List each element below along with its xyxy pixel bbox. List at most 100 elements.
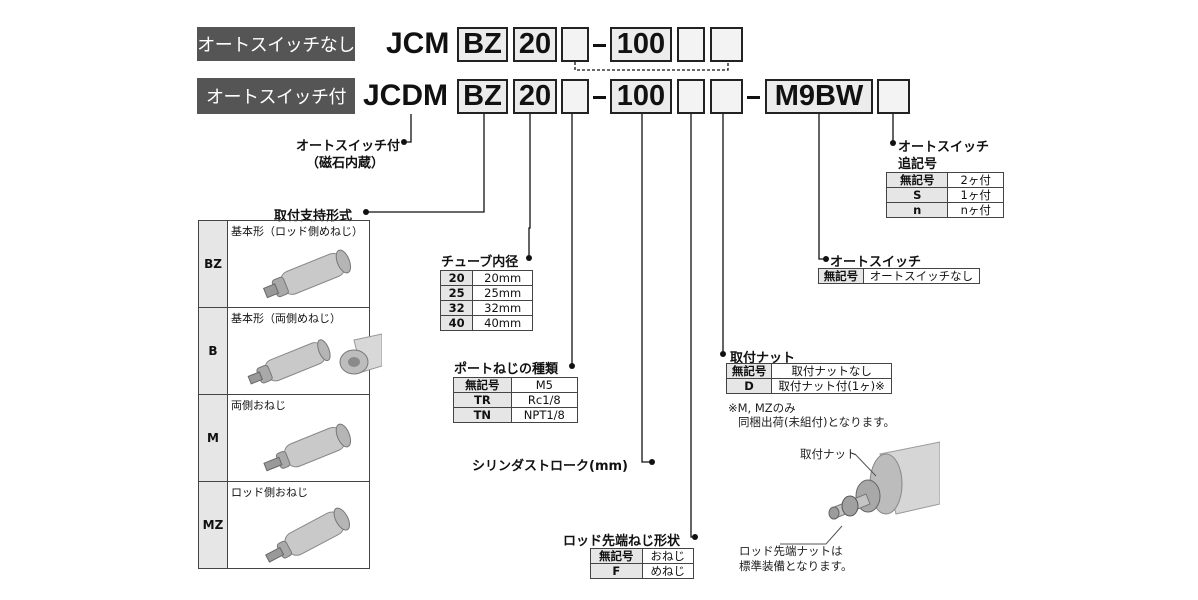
nut-note-2: 同梱出荷(未組付)となります。 — [738, 415, 895, 429]
bore-box-2: 20 — [513, 79, 557, 114]
qty-code: n — [885, 202, 949, 218]
model-tag-no-switch: オートスイッチなし — [197, 27, 355, 61]
auto-switch-table: 無記号オートスイッチなし — [818, 268, 981, 284]
mounting-name: 基本形（両側めねじ） — [231, 312, 341, 325]
bore-code: 20 — [439, 270, 474, 286]
stroke-label: シリンダストローク(mm) — [472, 459, 628, 474]
nut-value: 取付ナット付(1ヶ)※ — [771, 378, 892, 394]
dash-3 — [747, 96, 760, 99]
port-box-2 — [561, 79, 589, 114]
model-tag-with-switch: オートスイッチ付 — [197, 78, 355, 114]
nut-value: 取付ナットなし — [771, 363, 892, 379]
rod-nut-callout-2: 標準装備となります。 — [739, 559, 853, 573]
mounting-code: MZ — [198, 481, 228, 569]
nut-code: 無記号 — [725, 363, 773, 379]
mounting-table: BZ 基本形（ロッド側めねじ） B 基本形（両側めねじ） — [198, 220, 382, 569]
port-thread-title: ポートねじの種類 — [454, 362, 559, 377]
qty-value: nヶ付 — [947, 202, 1004, 218]
stroke-box-1: 100 — [610, 27, 672, 62]
qty-value: 1ヶ付 — [947, 187, 1004, 203]
mounting-name: ロッド側おねじ — [231, 486, 308, 499]
switch-box: M9BW — [765, 79, 873, 114]
port-code: 無記号 — [453, 377, 512, 393]
mounting-nut-title: 取付ナット — [730, 351, 796, 366]
switch-qty-box — [877, 79, 910, 114]
rod-end-value: めねじ — [641, 563, 694, 579]
mounting-name: 両側おねじ — [231, 399, 286, 412]
port-value: Rc1/8 — [510, 392, 579, 408]
rod-end-code: 無記号 — [590, 548, 643, 564]
rod-nut-detail-image — [780, 441, 940, 545]
cylinder-bz-image — [262, 249, 352, 299]
auto-switch-title: オートスイッチ — [830, 255, 922, 270]
port-code: TR — [453, 392, 512, 408]
mounting-name: 基本形（ロッド側めねじ） — [231, 225, 363, 238]
mounting-row-m: M 両側おねじ — [198, 394, 370, 482]
rod-nut-callout-1: ロッド先端ナットは — [739, 544, 843, 558]
mounting-code: BZ — [198, 220, 228, 308]
dash-1 — [593, 44, 606, 47]
bore-value: 25mm — [472, 285, 533, 301]
nut-code: D — [725, 378, 773, 394]
stroke-box-2: 100 — [610, 79, 672, 114]
series-box-2: BZ — [457, 79, 508, 114]
mounting-row-b: B 基本形（両側めねじ） — [198, 307, 382, 395]
nut-note-1: ※M, MZのみ — [728, 401, 796, 415]
rod-end-title: ロッド先端ねじ形状 — [563, 534, 681, 549]
model-prefix-jcdm: JCDM — [363, 79, 449, 112]
nut-box-1 — [710, 27, 743, 62]
series-box-1: BZ — [457, 27, 508, 62]
rod-end-box-2 — [677, 79, 705, 114]
dash-2 — [593, 96, 606, 99]
table-row: 無記号おねじ — [590, 548, 694, 564]
bore-code: 40 — [439, 315, 474, 331]
bore-size-title: チューブ内径 — [441, 255, 519, 270]
qty-value: 2ヶ付 — [947, 172, 1004, 188]
qty-code: S — [885, 187, 949, 203]
mounting-row-mz: MZ ロッド側おねじ — [198, 481, 370, 569]
nut-box-2 — [710, 79, 743, 114]
mounting-row-bz: BZ 基本形（ロッド側めねじ） — [198, 220, 370, 308]
table-row: 無記号取付ナットなし — [725, 363, 892, 379]
mounting-code: M — [198, 394, 228, 482]
cylinder-m-image — [263, 423, 352, 472]
cylinder-mz-image — [265, 507, 351, 563]
port-value: M5 — [510, 377, 579, 393]
bore-code: 25 — [439, 285, 474, 301]
rod-end-code: F — [590, 563, 643, 579]
port-box-1 — [561, 27, 589, 62]
bore-value: 32mm — [472, 300, 533, 316]
port-value: NPT1/8 — [510, 407, 579, 423]
switch-code: 無記号 — [818, 268, 864, 284]
bore-code: 32 — [439, 300, 474, 316]
magnet-builtin-label: （磁石内蔵） — [306, 156, 385, 171]
switch-qty-title-1: オートスイッチ — [898, 140, 990, 155]
bore-value: 40mm — [472, 315, 533, 331]
rod-end-value: おねじ — [641, 548, 694, 564]
switch-value: オートスイッチなし — [862, 268, 981, 284]
port-code: TN — [453, 407, 512, 423]
bore-box-1: 20 — [513, 27, 557, 62]
qty-code: 無記号 — [885, 172, 949, 188]
cylinder-b-image — [247, 333, 382, 385]
bore-value: 20mm — [472, 270, 533, 286]
table-row: 無記号オートスイッチなし — [818, 268, 981, 284]
model-prefix-jcm: JCM — [386, 27, 450, 60]
